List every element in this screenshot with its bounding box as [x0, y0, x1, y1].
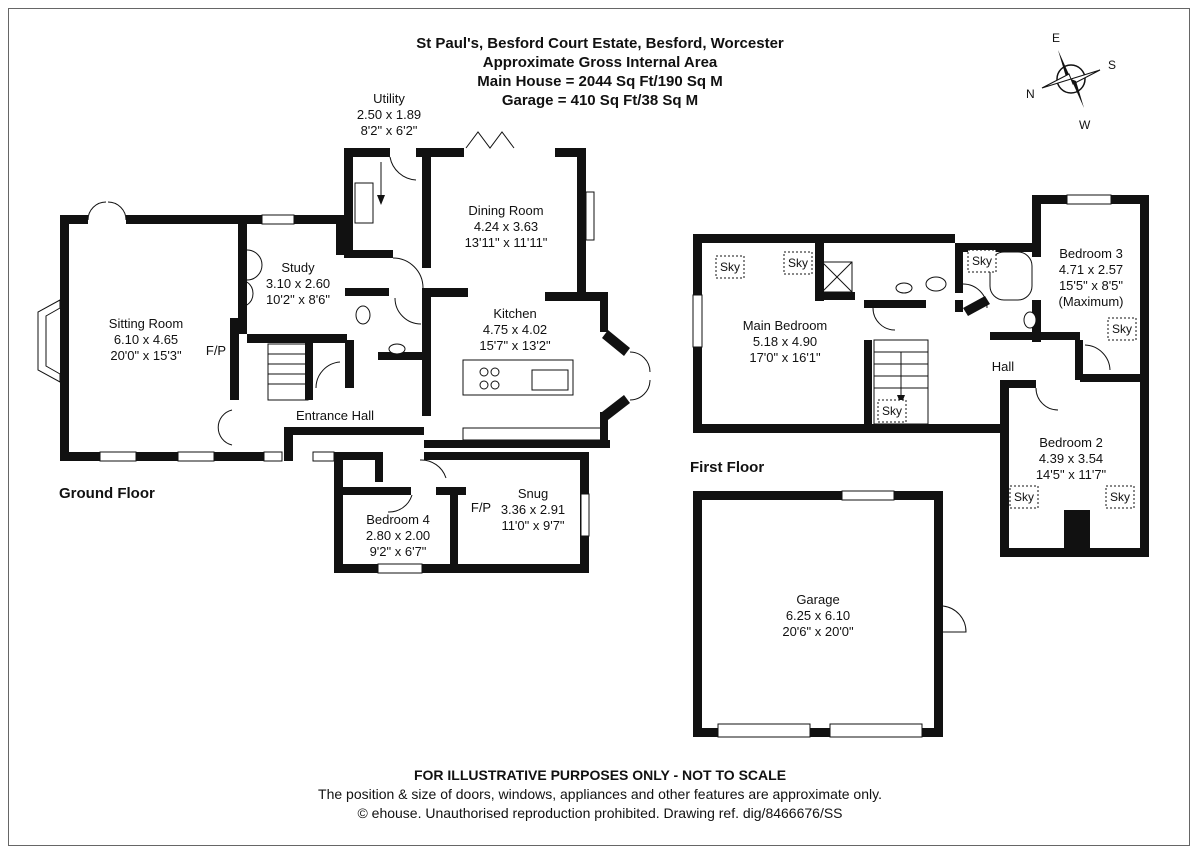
dining-metric: 4.24 x 3.63 — [474, 219, 538, 234]
main-bedroom-name: Main Bedroom — [743, 318, 828, 333]
title-block: St Paul's, Besford Court Estate, Besford… — [0, 34, 1200, 110]
sky-label: Sky — [1014, 490, 1034, 504]
compass-e: E — [1052, 31, 1060, 45]
bedroom4-name: Bedroom 4 — [366, 512, 430, 527]
garage-metric: 6.25 x 6.10 — [786, 608, 850, 623]
compass-w: W — [1079, 118, 1091, 132]
dining-name: Dining Room — [468, 203, 543, 218]
first-floor-plan: Sky Sky Sky Sky Sky Sky Sky — [692, 194, 1149, 557]
compass-n: N — [1026, 87, 1035, 101]
bedroom2-imperial: 14'5" x 11'7" — [1036, 467, 1107, 482]
sky-label: Sky — [788, 256, 808, 270]
sky-label: Sky — [1110, 490, 1130, 504]
sitting-name: Sitting Room — [109, 316, 183, 331]
ground-floor-labels: Utility 2.50 x 1.89 8'2" x 6'2" Dining R… — [59, 91, 565, 559]
bedroom2-metric: 4.39 x 3.54 — [1039, 451, 1103, 466]
ground-floor-label: Ground Floor — [59, 485, 155, 502]
bedroom3-imperial: 15'5" x 8'5" — [1059, 278, 1123, 293]
footer: FOR ILLUSTRATIVE PURPOSES ONLY - NOT TO … — [0, 766, 1200, 823]
bedroom4-metric: 2.80 x 2.00 — [366, 528, 430, 543]
utility-imperial: 8'2" x 6'2" — [361, 123, 418, 138]
kitchen-imperial: 15'7" x 13'2" — [479, 338, 551, 353]
kitchen-name: Kitchen — [493, 306, 536, 321]
bedroom4-imperial: 9'2" x 6'7" — [370, 544, 427, 559]
bedroom2-name: Bedroom 2 — [1039, 435, 1103, 450]
utility-metric: 2.50 x 1.89 — [357, 107, 421, 122]
first-floor-label: First Floor — [690, 459, 764, 476]
utility-name: Utility — [373, 91, 405, 106]
sky-label: Sky — [972, 254, 992, 268]
sitting-fireplace-label: F/P — [206, 343, 226, 358]
compass-icon: E S N W — [1026, 31, 1116, 132]
garage-plan: Garage 6.25 x 6.10 20'6" x 20'0" — [693, 490, 967, 738]
study-name: Study — [281, 260, 315, 275]
entrance-hall-name: Entrance Hall — [296, 408, 374, 423]
bedroom3-note: (Maximum) — [1059, 294, 1124, 309]
sitting-metric: 6.10 x 4.65 — [114, 332, 178, 347]
kitchen-metric: 4.75 x 4.02 — [483, 322, 547, 337]
sky-label: Sky — [1112, 322, 1132, 336]
main-bedroom-imperial: 17'0" x 16'1" — [749, 350, 821, 365]
sky-label: Sky — [882, 404, 902, 418]
snug-metric: 3.36 x 2.91 — [501, 502, 565, 517]
property-address: St Paul's, Besford Court Estate, Besford… — [416, 35, 784, 52]
garage-name: Garage — [796, 592, 839, 607]
study-imperial: 10'2" x 8'6" — [266, 292, 330, 307]
first-floor-labels: Main Bedroom 5.18 x 4.90 17'0" x 16'1" B… — [690, 246, 1124, 482]
page-frame — [8, 8, 1190, 846]
hall-name: Hall — [992, 359, 1015, 374]
ground-floor-plan — [37, 131, 651, 574]
compass-s: S — [1108, 58, 1116, 72]
bedroom3-name: Bedroom 3 — [1059, 246, 1123, 261]
snug-name: Snug — [518, 486, 548, 501]
area-heading: Approximate Gross Internal Area — [482, 54, 718, 71]
sitting-imperial: 20'0" x 15'3" — [110, 348, 182, 363]
snug-fireplace-label: F/P — [471, 500, 491, 515]
sky-label: Sky — [720, 260, 740, 274]
footer-note: The position & size of doors, windows, a… — [318, 786, 882, 802]
bedroom3-metric: 4.71 x 2.57 — [1059, 262, 1123, 277]
study-metric: 3.10 x 2.60 — [266, 276, 330, 291]
footer-disclaimer: FOR ILLUSTRATIVE PURPOSES ONLY - NOT TO … — [413, 767, 787, 783]
main-house-area: Main House = 2044 Sq Ft/190 Sq M — [477, 73, 723, 90]
dining-imperial: 13'11" x 11'11" — [465, 235, 548, 250]
main-bedroom-metric: 5.18 x 4.90 — [753, 334, 817, 349]
garage-area: Garage = 410 Sq Ft/38 Sq M — [501, 92, 699, 109]
garage-imperial: 20'6" x 20'0" — [782, 624, 854, 639]
snug-imperial: 11'0" x 9'7" — [501, 518, 564, 533]
footer-copyright: © ehouse. Unauthorised reproduction proh… — [357, 805, 843, 821]
